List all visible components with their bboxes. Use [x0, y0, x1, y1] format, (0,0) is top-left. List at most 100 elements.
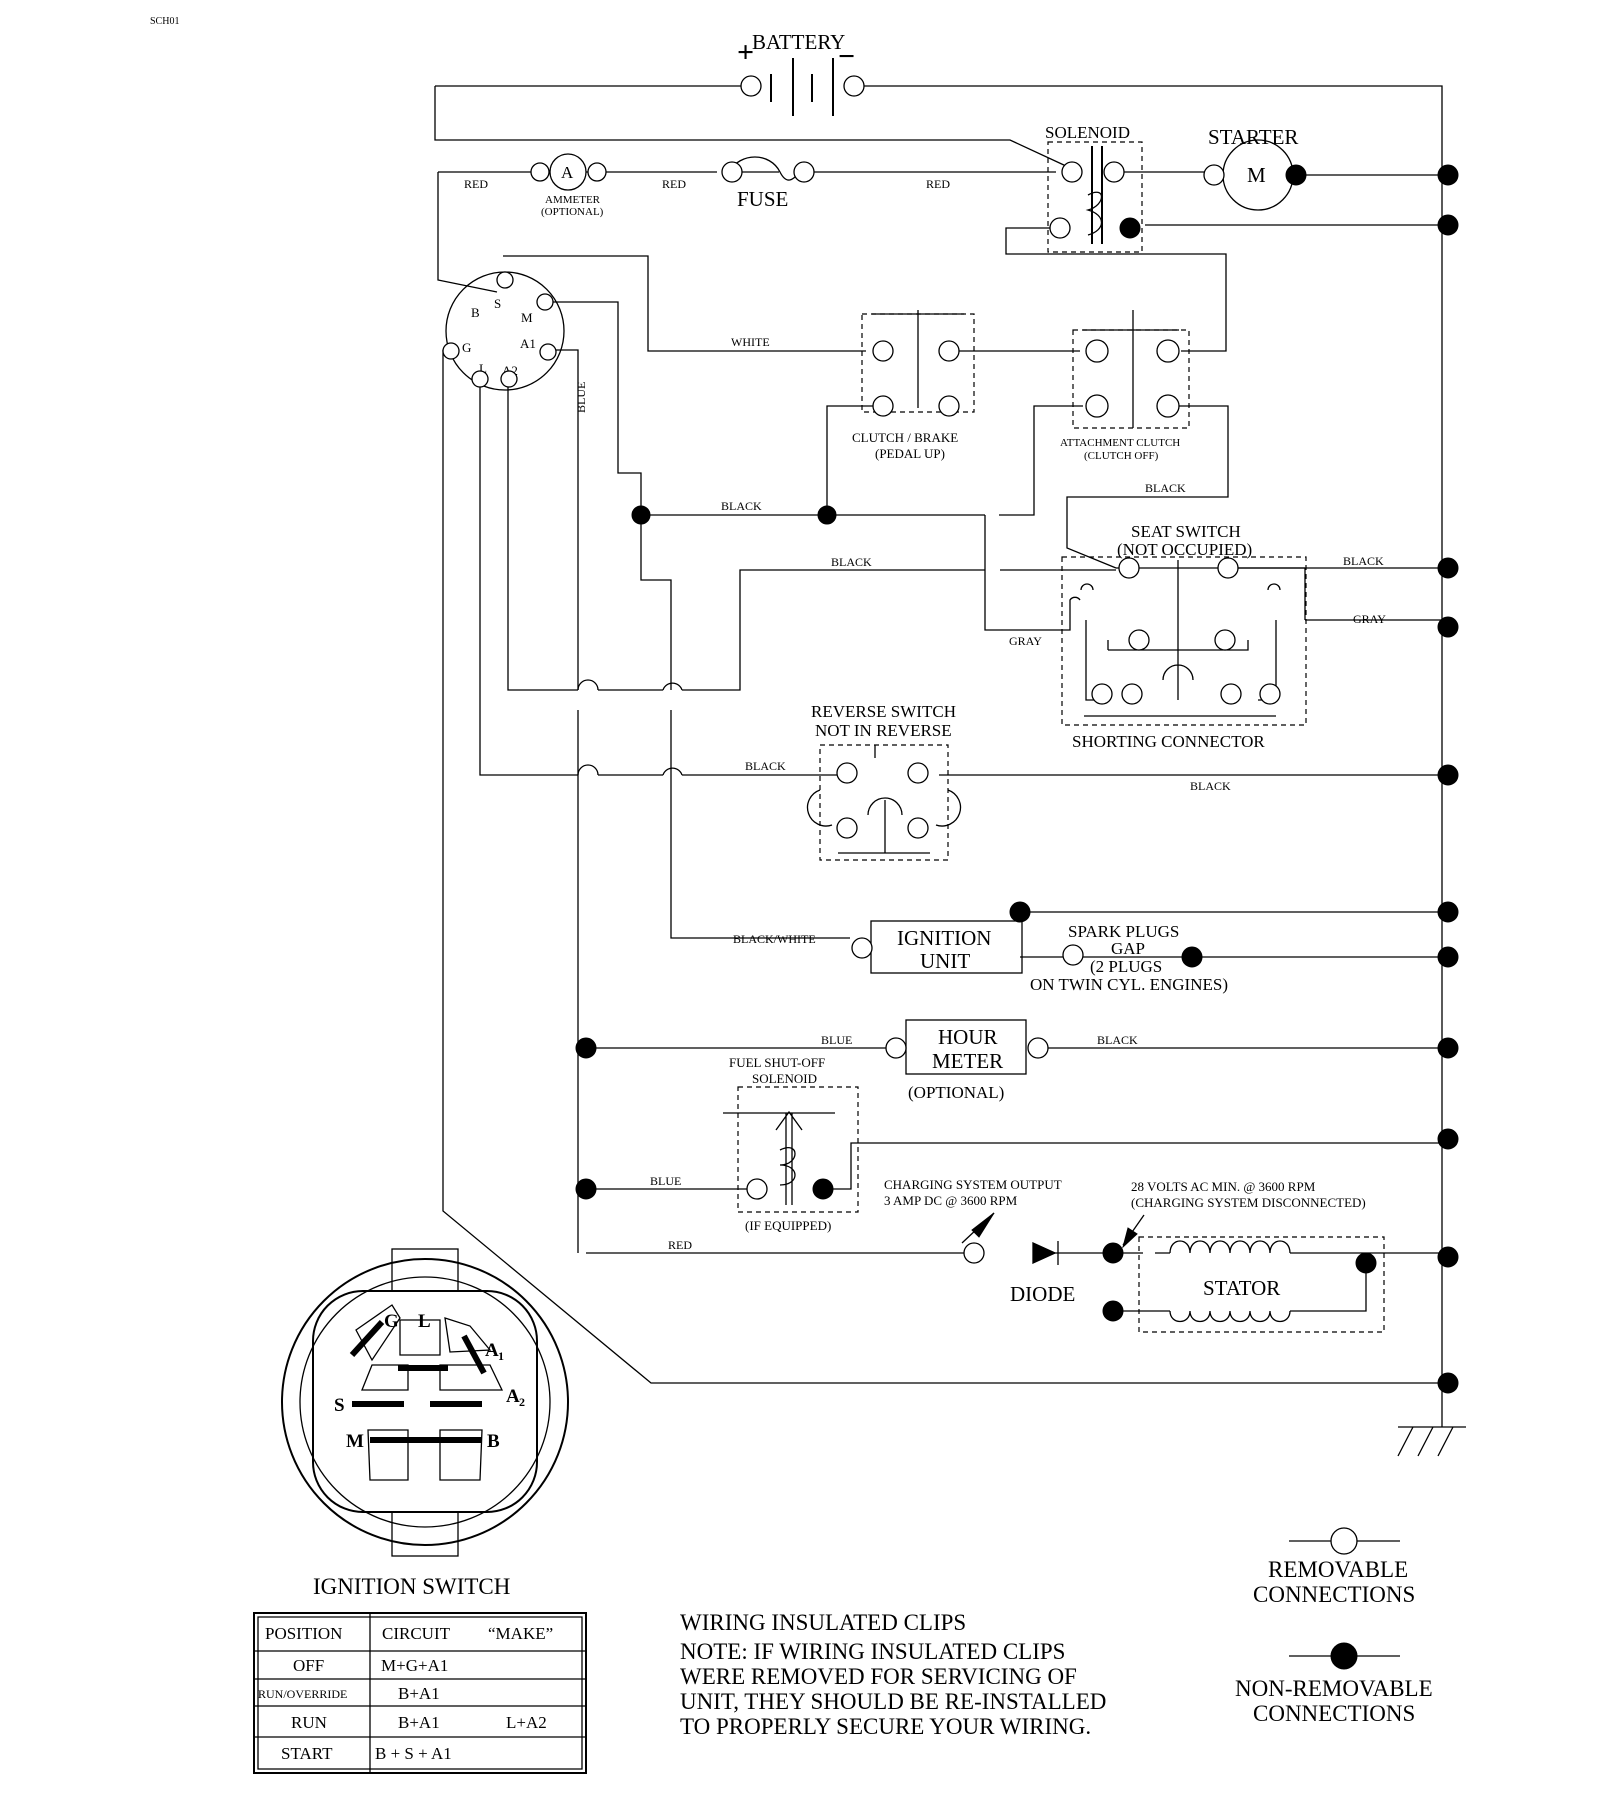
spark-label-3: (2 PLUGS [1090, 957, 1162, 976]
reverse-switch-label: REVERSE SWITCH [811, 702, 956, 721]
clips-title: WIRING INSULATED CLIPS [680, 1610, 966, 1635]
legend-removable-label-1: REMOVABLE [1268, 1557, 1408, 1582]
ignition-unit-label-2: UNIT [920, 949, 970, 973]
table-row-position: RUN/OVERRIDE [258, 1687, 347, 1701]
hour-meter-label-2: METER [932, 1049, 1003, 1073]
starter-motor-letter: M [1247, 163, 1266, 187]
clutch-brake-switch [861, 310, 975, 413]
not-occupied-label: (NOT OCCUPIED) [1117, 540, 1252, 559]
table-row-position: START [281, 1744, 333, 1763]
removable-connections [442, 75, 1281, 1264]
stator-label: STATOR [1203, 1276, 1280, 1300]
table-header-position: POSITION [265, 1624, 342, 1643]
ignition-switch-face [281, 1248, 569, 1557]
terminal-g-label: G [462, 340, 471, 355]
face-a1-sub: 1 [498, 1349, 504, 1363]
note-line-2: WERE REMOVED FOR SERVICING OF [680, 1664, 1077, 1689]
attachment-clutch-switch [1072, 310, 1190, 429]
table-row-circuit: B+A1 [398, 1713, 440, 1732]
diode-symbol [1032, 1241, 1059, 1265]
wire-label-red: RED [662, 177, 686, 191]
table-row-circuit: B+A1 [398, 1684, 440, 1703]
legend-nonremovable-label-2: CONNECTIONS [1253, 1701, 1415, 1726]
volts-arrow [1122, 1227, 1138, 1249]
fuel-label-1: FUEL SHUT-OFF [729, 1055, 825, 1070]
wire-label-red: RED [668, 1238, 692, 1252]
battery-minus-label: − [838, 40, 855, 73]
diode-label: DIODE [1010, 1282, 1075, 1306]
table-row-extra: L+A2 [506, 1713, 547, 1732]
face-s-label: S [334, 1395, 345, 1416]
table-row-position: RUN [291, 1713, 327, 1732]
volts-label-1: 28 VOLTS AC MIN. @ 3600 RPM [1131, 1179, 1316, 1194]
table-header-circuit: CIRCUIT [382, 1624, 451, 1643]
ammeter-symbol [549, 153, 587, 191]
fuel-label-2: SOLENOID [752, 1071, 817, 1086]
reverse-switch [806, 744, 962, 861]
legend-non-removable [1289, 1642, 1400, 1670]
wire-label-black: BLACK [1097, 1033, 1138, 1047]
solenoid-symbol [1047, 141, 1143, 253]
ignition-unit-label-1: IGNITION [897, 926, 991, 950]
spark-label-2: GAP [1111, 939, 1145, 958]
hour-meter-label-1: HOUR [938, 1025, 998, 1049]
not-in-reverse-label: NOT IN REVERSE [815, 721, 952, 740]
spark-label-1: SPARK PLUGS [1068, 922, 1179, 941]
corner-mark: SCH01 [150, 16, 179, 27]
face-a1-label: A [485, 1340, 499, 1361]
wire-label-gray: GRAY [1353, 612, 1386, 626]
spark-label-4: ON TWIN CYL. ENGINES) [1030, 975, 1228, 994]
wire-label-black: BLACK [1190, 779, 1231, 793]
battery-label: BATTERY [752, 30, 845, 54]
face-a2-sub: 2 [519, 1395, 525, 1409]
wire-label-red: RED [464, 177, 488, 191]
note-line-3: UNIT, THEY SHOULD BE RE-INSTALLED [680, 1689, 1106, 1714]
note-line-4: TO PROPERLY SECURE YOUR WIRING. [680, 1714, 1091, 1739]
table-row-circuit: M+G+A1 [381, 1656, 448, 1675]
non-removable-connections [575, 164, 1459, 1394]
wire-label-blue: BLUE [574, 382, 588, 413]
seat-switch-label: SEAT SWITCH [1131, 522, 1241, 541]
wire-label-black: BLACK [745, 759, 786, 773]
shorting-connector-label: SHORTING CONNECTOR [1072, 732, 1265, 751]
wire-label-black: BLACK [1145, 481, 1186, 495]
pedal-up-label: (PEDAL UP) [875, 446, 945, 461]
legend-nonremovable-label-1: NON-REMOVABLE [1235, 1676, 1433, 1701]
clutch-brake-label: CLUTCH / BRAKE [852, 430, 958, 445]
face-l-label: L [418, 1311, 431, 1332]
wire-label-red: RED [926, 177, 950, 191]
face-b-label: B [487, 1431, 500, 1452]
table-header-make: “MAKE” [488, 1624, 553, 1643]
legend-removable [1289, 1527, 1400, 1555]
terminal-s-label: S [494, 296, 501, 311]
face-m-label: M [346, 1431, 364, 1452]
wire-label-white: WHITE [731, 335, 770, 349]
face-g-label: G [384, 1311, 399, 1332]
battery-plus-label: + [737, 36, 754, 69]
table-row-circuit: B + S + A1 [375, 1744, 452, 1763]
attachment-clutch-label: ATTACHMENT CLUTCH [1060, 437, 1180, 449]
wire-label-blue: BLUE [650, 1174, 681, 1188]
wire-label-gray: GRAY [1009, 634, 1042, 648]
legend-removable-label-2: CONNECTIONS [1253, 1582, 1415, 1607]
wire-label-black: BLACK [831, 555, 872, 569]
volts-label-2: (CHARGING SYSTEM DISCONNECTED) [1131, 1195, 1366, 1210]
clutch-off-label: (CLUTCH OFF) [1084, 450, 1159, 462]
terminal-a1-label: A1 [520, 336, 536, 351]
charging-label-1: CHARGING SYSTEM OUTPUT [884, 1177, 1062, 1192]
hour-meter-optional-label: (OPTIONAL) [908, 1083, 1004, 1102]
if-equipped-label: (IF EQUIPPED) [745, 1218, 831, 1233]
ammeter-optional-label: (OPTIONAL) [541, 206, 604, 218]
table-row-position: OFF [293, 1656, 324, 1675]
wire-label-black-white: BLACK/WHITE [733, 932, 816, 946]
wires [434, 85, 1466, 1457]
wire-label-black: BLACK [1343, 554, 1384, 568]
charging-label-2: 3 AMP DC @ 3600 RPM [884, 1193, 1018, 1208]
terminal-b-label: B [471, 305, 480, 320]
ammeter-label: AMMETER [545, 194, 601, 206]
terminal-m-label: M [521, 310, 533, 325]
wire-label-black: BLACK [721, 499, 762, 513]
terminal-l-label: L [479, 361, 487, 376]
face-a2-label: A [506, 1386, 520, 1407]
